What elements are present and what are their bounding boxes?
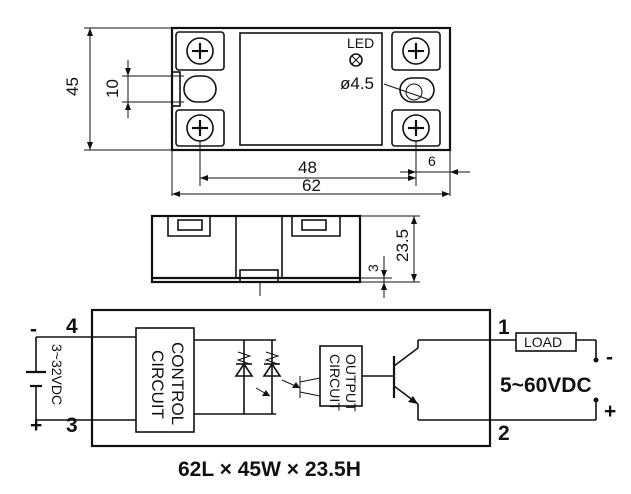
control-circuit-label-1: CONTROL	[168, 342, 187, 425]
dim-slot-text: 10	[103, 79, 122, 98]
dim-height-text: 45	[63, 77, 82, 96]
slot-notch-left	[171, 71, 181, 107]
side-view-body	[150, 214, 362, 284]
screw-terminal-top-left	[175, 31, 225, 71]
dim-side-base	[360, 256, 392, 298]
pin-2-label: 2	[498, 422, 510, 445]
hole-diameter-label: ø4.5	[340, 74, 374, 93]
dimensions-caption: 62L × 45W × 23.5H	[178, 458, 361, 481]
pin-1-label: 1	[498, 316, 510, 339]
output-voltage-label: 5~60VDC	[500, 374, 592, 397]
side-view: 23.5 3	[150, 214, 420, 298]
pin-4-label: 4	[66, 315, 78, 338]
input-minus-sign: -	[30, 318, 37, 341]
battery-icon	[26, 370, 46, 388]
output-minus-sign: -	[606, 346, 613, 369]
schematic-outline	[90, 308, 492, 448]
side-terminal-right	[291, 216, 341, 237]
mounting-slot-left	[183, 75, 217, 103]
control-circuit-box	[135, 327, 195, 433]
top-view-body	[170, 26, 452, 152]
mounting-hole-right	[399, 77, 435, 103]
load-box	[515, 332, 577, 352]
dim-width-text: 62	[302, 176, 321, 195]
led-diode-2-icon	[262, 340, 282, 414]
side-view-center	[235, 215, 283, 279]
output-circuit-label-2: CIRCUIT	[327, 354, 343, 411]
schematic: 3~32VDC - + 4 3 CONTROL CIRCUIT	[26, 308, 616, 448]
dim-pitch-text: 48	[298, 158, 317, 177]
control-circuit-label-2: CIRCUIT	[148, 350, 167, 419]
optocoupler-light-icon	[255, 376, 321, 398]
screw-terminal-top-right	[391, 31, 441, 71]
dim-edge-text: 6	[428, 153, 436, 169]
pin-3-label: 3	[66, 414, 78, 437]
top-view-center-panel	[239, 32, 383, 146]
led-diode-1-icon	[234, 340, 254, 414]
input-plus-sign: +	[30, 414, 42, 437]
dim-slot-10	[122, 60, 184, 118]
dim-side-height	[360, 215, 420, 283]
load-label: LOAD	[524, 334, 562, 350]
dim-height-45	[84, 27, 172, 151]
input-voltage-label: 3~32VDC	[49, 344, 65, 405]
led-indicator-icon	[349, 53, 363, 67]
side-terminal-left	[167, 216, 211, 237]
top-view: LED ø4.5 45 10	[63, 26, 470, 197]
led-label: LED	[347, 35, 374, 51]
dim-side-base-text: 3	[365, 264, 381, 272]
dim-side-height-text: 23.5	[393, 229, 412, 262]
output-plus-sign: +	[604, 400, 616, 423]
dim-width-lines	[171, 140, 470, 197]
hole-leader-line	[383, 83, 431, 101]
transistor-icon	[362, 340, 419, 420]
side-view-foot	[239, 269, 279, 283]
output-circuit-label-1: OUTPUT	[343, 354, 359, 412]
